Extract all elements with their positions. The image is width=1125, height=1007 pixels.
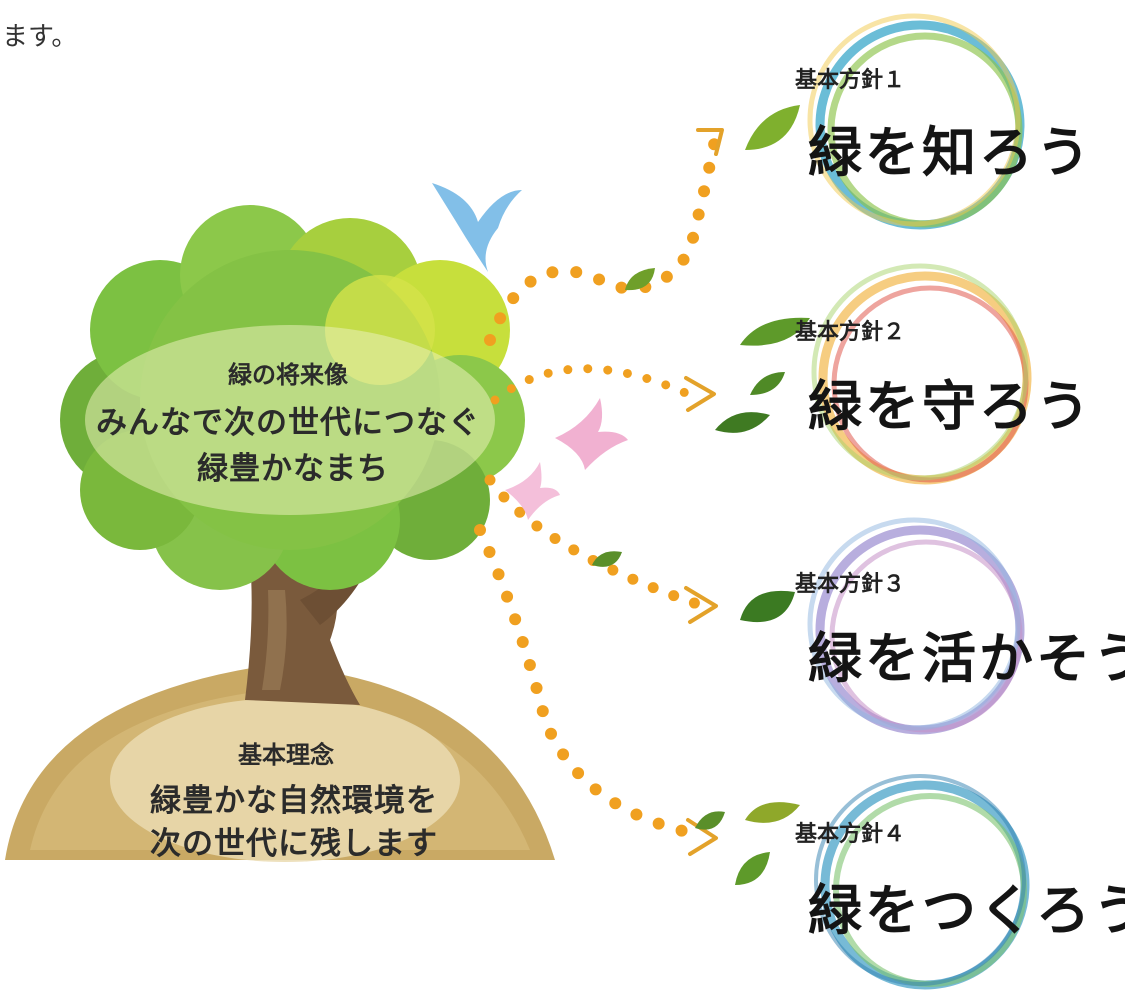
vision-line2: 緑豊かなまち bbox=[197, 451, 389, 487]
policy-1-number: 基本方針１ bbox=[795, 68, 906, 93]
leaves bbox=[592, 105, 810, 885]
ring-4 bbox=[814, 774, 1030, 990]
hill bbox=[5, 665, 555, 862]
vision-line1: みんなで次の世代につなぐ bbox=[96, 405, 480, 441]
policy-3-number: 基本方針３ bbox=[795, 572, 906, 597]
philosophy-line2: 次の世代に残します bbox=[150, 826, 438, 862]
vision-heading: 緑の将来像 bbox=[228, 361, 348, 389]
philosophy-ellipse bbox=[110, 698, 460, 862]
pink-bird-small bbox=[505, 462, 560, 520]
pink-bird-large bbox=[555, 398, 628, 470]
ring-2 bbox=[811, 263, 1032, 485]
top-text-fragment: ます。 bbox=[2, 22, 78, 52]
policy-1-title: 緑を知ろう bbox=[808, 121, 1093, 184]
blue-bird bbox=[432, 183, 522, 272]
policy-2-title: 緑を守ろう bbox=[808, 375, 1093, 438]
tree-canopy bbox=[60, 205, 525, 590]
vision-ellipse bbox=[85, 325, 495, 515]
policy-4-title: 緑をつくろう bbox=[808, 879, 1125, 942]
ring-1 bbox=[807, 13, 1025, 230]
policy-3-title: 緑を活かそう bbox=[808, 627, 1125, 690]
policy-2-number: 基本方針２ bbox=[795, 320, 906, 345]
ring-3 bbox=[807, 517, 1025, 735]
philosophy-line1: 緑豊かな自然環境を bbox=[150, 783, 438, 819]
dotted-arrows bbox=[474, 134, 721, 841]
philosophy-heading: 基本理念 bbox=[238, 741, 334, 769]
policy-4-number: 基本方針４ bbox=[795, 822, 906, 847]
